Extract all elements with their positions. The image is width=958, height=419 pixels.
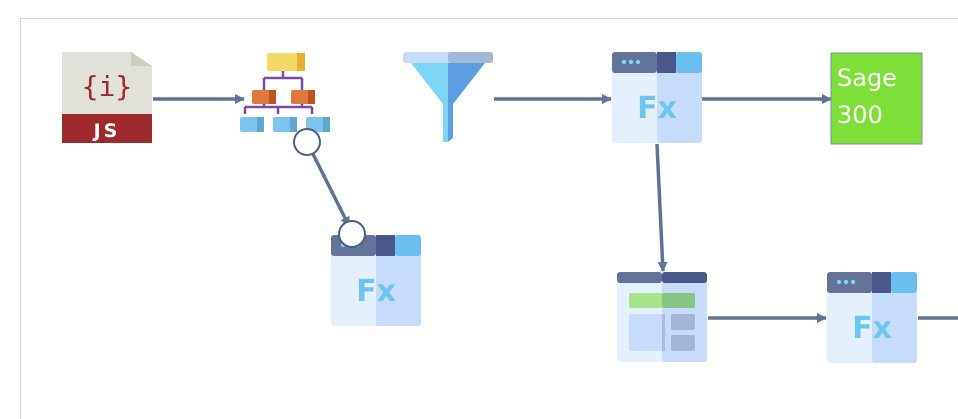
fx-label: Fx bbox=[637, 91, 677, 126]
fx-label: Fx bbox=[852, 311, 892, 346]
js-label: JS bbox=[92, 120, 121, 142]
function-node-1[interactable]: Fx bbox=[612, 52, 702, 143]
sage-label-line2: 300 bbox=[837, 101, 883, 129]
connection-handle-start[interactable] bbox=[293, 128, 321, 156]
funnel-icon[interactable] bbox=[403, 52, 493, 142]
js-glyph: {i} bbox=[82, 70, 133, 103]
fx-label: Fx bbox=[356, 274, 396, 309]
function-node-3[interactable]: Fx bbox=[827, 272, 917, 363]
workflow-diagram: {i} JS Fx Sage 300 Fx bbox=[62, 52, 958, 363]
javascript-file-icon[interactable]: {i} JS bbox=[62, 52, 152, 143]
connector-function-1-to-table[interactable] bbox=[655, 143, 668, 272]
diagram-canvas[interactable] bbox=[20, 18, 958, 419]
hierarchy-icon[interactable] bbox=[240, 53, 330, 132]
connection-handle-end[interactable] bbox=[338, 220, 366, 248]
table-window-icon[interactable] bbox=[617, 272, 707, 362]
sage-300-node[interactable]: Sage 300 bbox=[830, 52, 923, 145]
connector-hierarchy-to-function-2[interactable] bbox=[305, 141, 351, 227]
function-node-2[interactable]: Fx bbox=[331, 235, 421, 326]
sage-label-line1: Sage bbox=[837, 64, 897, 92]
